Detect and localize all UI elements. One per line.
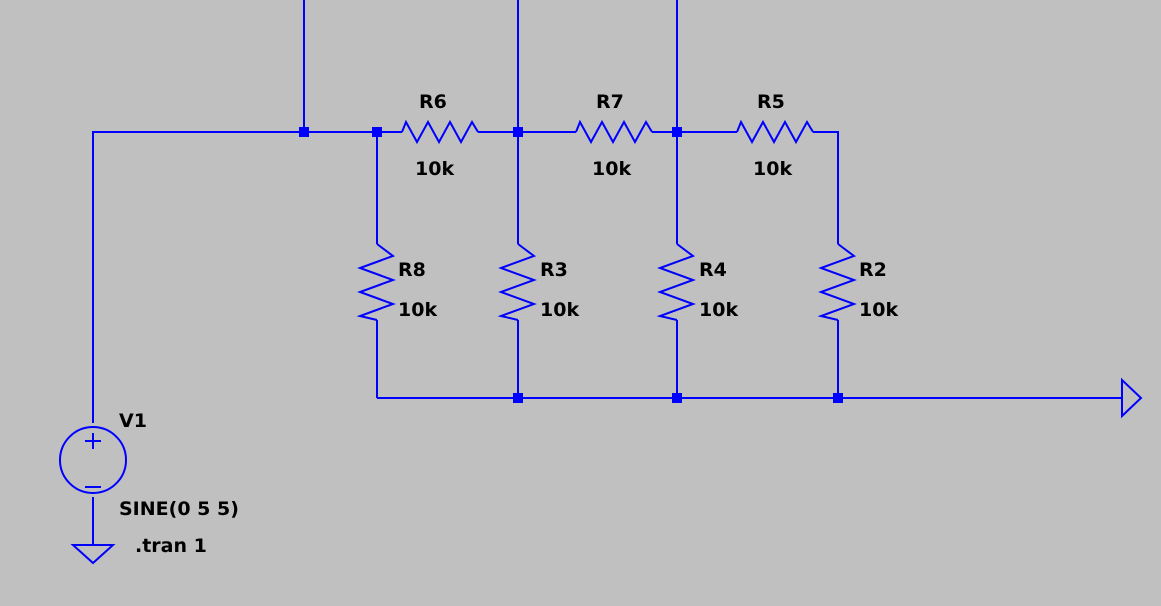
resistor-r2-symbol[interactable] [817,243,857,321]
junctions [299,127,843,403]
resistor-r3-symbol[interactable] [497,243,537,321]
v1-value: SINE(0 5 5) [119,498,239,520]
junction-dot [833,393,843,403]
plus-sign-icon [85,433,101,449]
r8-value: 10k [398,299,437,321]
junction-dot [299,127,309,137]
ground-icon[interactable] [70,544,116,565]
output-port-flag[interactable] [1121,377,1143,419]
wires [92,0,1122,545]
r6-name: R6 [419,91,447,113]
r6-value: 10k [415,158,454,180]
r5-name: R5 [757,91,785,113]
wire-v1-top[interactable] [92,131,402,423]
r8-name: R8 [398,259,426,281]
resistor-r7-symbol[interactable] [575,119,653,145]
r5-value: 10k [753,158,792,180]
r4-name: R4 [699,259,727,281]
voltage-source-circle[interactable] [59,426,127,494]
r7-name: R7 [596,91,624,113]
junction-dot [672,127,682,137]
junction-dot [372,127,382,137]
resistor-r5-symbol[interactable] [736,119,814,145]
r7-value: 10k [592,158,631,180]
v1-name: V1 [119,410,147,432]
junction-dot [672,393,682,403]
r3-name: R3 [540,259,568,281]
r3-value: 10k [540,299,579,321]
r4-value: 10k [699,299,738,321]
r2-value: 10k [859,299,898,321]
r2-name: R2 [859,259,887,281]
resistor-r4-symbol[interactable] [656,243,696,321]
junction-dot [513,393,523,403]
junction-dot [513,127,523,137]
spice-directive: .tran 1 [135,535,207,557]
resistor-r6-symbol[interactable] [401,119,479,145]
voltage-source-v1[interactable] [59,426,127,494]
wire-r5-r2[interactable] [813,131,839,244]
resistor-r8-symbol[interactable] [356,243,396,321]
